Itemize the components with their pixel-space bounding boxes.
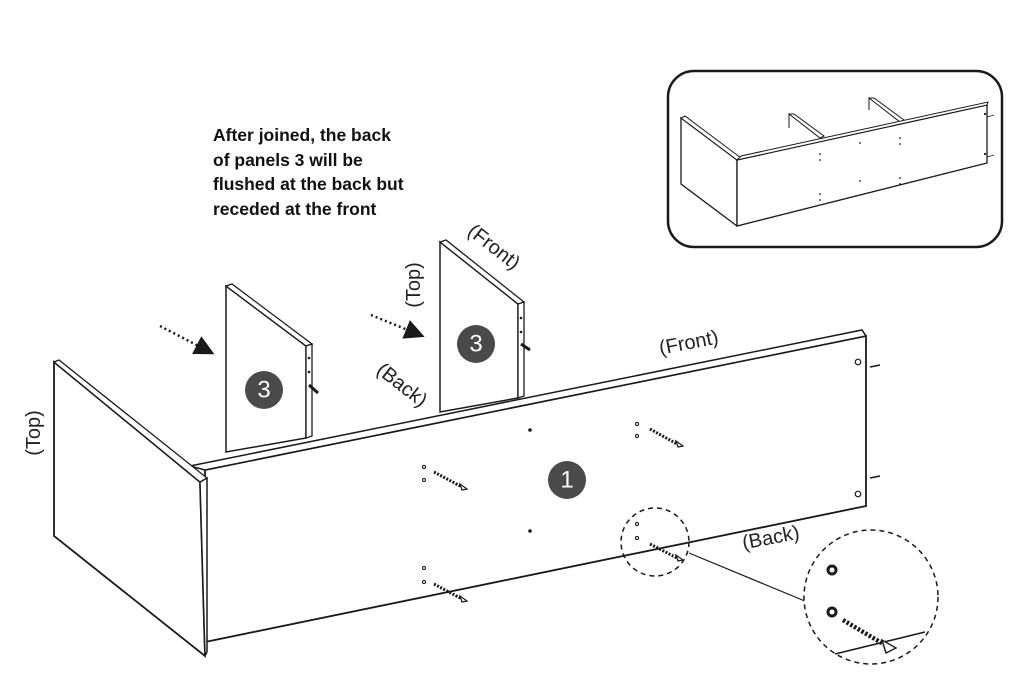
part-number-badge-3a (245, 371, 283, 409)
divider-panel-right: 3 (438, 239, 531, 413)
label-top-side: (Top) (23, 410, 45, 456)
insert-arrow-icon (370, 313, 425, 339)
part-number-1: 1 (560, 467, 573, 494)
assembled-preview-inset (666, 69, 1004, 249)
detail-callout (620, 507, 939, 665)
side-panel-left (52, 359, 209, 658)
instruction-line-4: receded at the front (213, 198, 377, 219)
part-number-badge-3b (457, 325, 495, 363)
divider-panel-left: 3 (224, 283, 319, 453)
instruction-note: After joined, the back of panels 3 will … (213, 123, 473, 221)
instruction-line-3: flushed at the back but (213, 174, 404, 194)
label-front-main: (Front) (657, 327, 720, 360)
insert-arrow-icon (159, 324, 215, 355)
part-number-3a: 3 (257, 377, 270, 404)
main-panel-1: 1 (189, 329, 881, 644)
part-number-3b: 3 (469, 331, 482, 358)
part-number-badge-1 (548, 461, 586, 499)
screw-detail-icon (841, 618, 898, 654)
screw-icon (649, 427, 685, 448)
screw-icon (433, 582, 469, 603)
label-top-divider: (Top) (403, 262, 425, 308)
instruction-line-2: of panels 3 will be (213, 149, 363, 170)
instruction-line-1: After joined, the back (213, 125, 391, 145)
screw-icon (433, 470, 469, 491)
label-back-divider: (Back) (372, 359, 431, 412)
screw-icon (649, 542, 685, 562)
